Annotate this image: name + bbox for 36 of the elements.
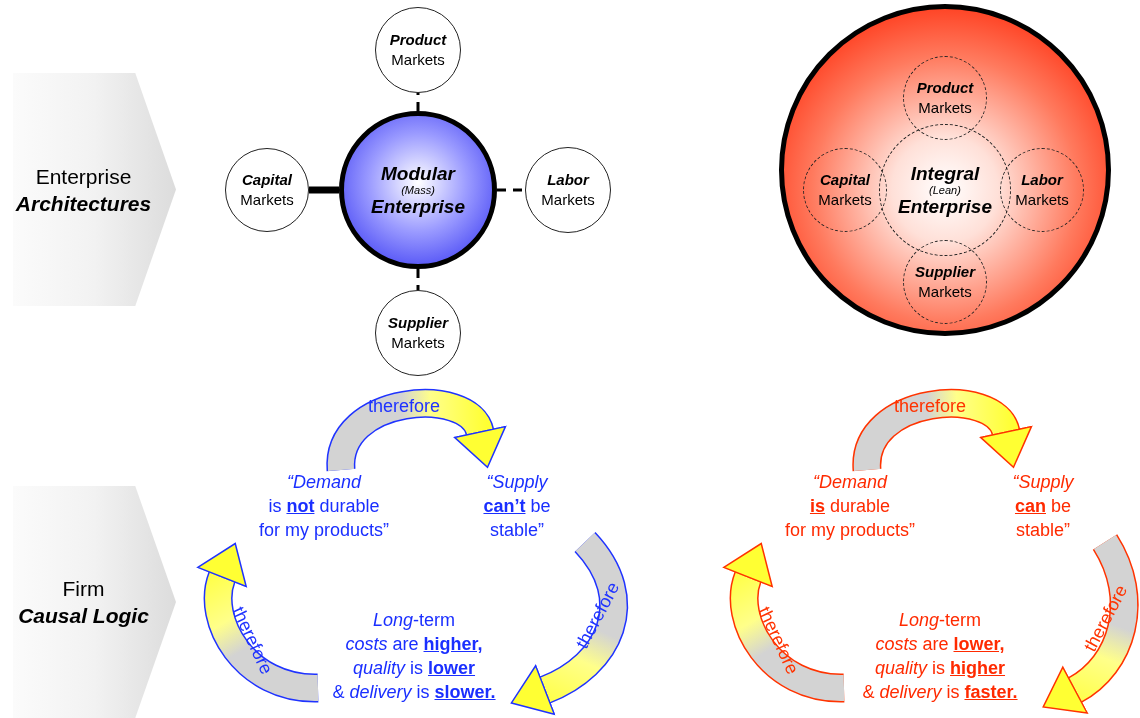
market-name: Labor bbox=[1021, 170, 1063, 190]
market-label: Markets bbox=[1015, 190, 1069, 210]
chevron-shape bbox=[13, 486, 176, 718]
market-label: Markets bbox=[541, 190, 595, 210]
market-name: Product bbox=[916, 78, 974, 98]
market-label: Markets bbox=[818, 190, 872, 210]
statement-text: Long-term costs are higher, quality is lower & delivery is slower. bbox=[318, 608, 510, 704]
statement-text: “Demand is durable for my products” bbox=[740, 470, 960, 542]
market-label: Markets bbox=[391, 333, 445, 353]
market-name: Capital bbox=[242, 170, 292, 190]
statement-text: “Supply can’t be stable” bbox=[434, 470, 600, 542]
enterprise-title: Integral bbox=[910, 163, 980, 184]
edge-label: therefore bbox=[894, 395, 967, 417]
market-name: Supplier bbox=[388, 313, 448, 333]
market-name: Product bbox=[389, 30, 447, 50]
market-label: Markets bbox=[240, 190, 294, 210]
row-heading: Enterprise bbox=[35, 163, 132, 190]
enterprise-title: Enterprise bbox=[898, 196, 992, 217]
row-heading-emphasis: Causal Logic bbox=[18, 603, 149, 629]
market-name: Supplier bbox=[915, 262, 975, 282]
row-heading: Firm bbox=[62, 576, 105, 602]
row-heading-emphasis: Architectures bbox=[15, 190, 152, 217]
enterprise-title: Enterprise bbox=[371, 196, 465, 217]
enterprise-subtitle: (Mass) bbox=[401, 183, 435, 197]
market-name: Labor bbox=[547, 170, 589, 190]
enterprise-subtitle: (Lean) bbox=[929, 183, 961, 197]
market-label: Markets bbox=[918, 282, 972, 302]
statement-text: Long-term costs are lower, quality is higher & delivery is faster. bbox=[844, 608, 1036, 704]
chevron-shape bbox=[13, 73, 176, 306]
enterprise-title: Modular bbox=[381, 163, 455, 184]
market-label: Markets bbox=[918, 98, 972, 118]
market-name: Capital bbox=[820, 170, 870, 190]
edge-label: therefore bbox=[368, 395, 441, 417]
market-label: Markets bbox=[391, 50, 445, 70]
statement-text: “Demand is not durable for my products” bbox=[214, 470, 434, 542]
statement-text: “Supply can be stable” bbox=[960, 470, 1126, 542]
